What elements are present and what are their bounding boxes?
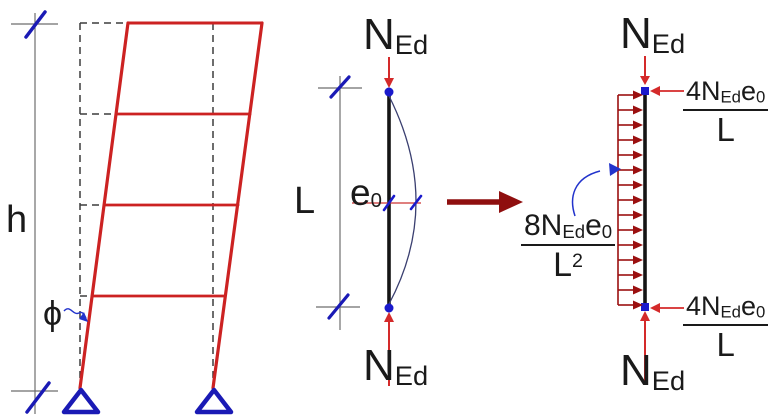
actual-column: [352, 57, 423, 386]
formula-numerator: 8NEde0: [521, 211, 616, 247]
sway-frame: [78, 21, 264, 390]
axial-force-label-top: NEd: [363, 10, 429, 60]
frame-height-label: h: [6, 199, 28, 241]
force-subscript: Ed: [651, 364, 686, 396]
formula-denominator: L: [716, 111, 735, 149]
frame-height-dimension: [11, 10, 58, 414]
node-dot: [641, 303, 649, 311]
end-load-formula-bottom: 4NEde0 L: [683, 293, 769, 364]
pin-support-icon: [194, 387, 234, 415]
distributed-load: [617, 89, 644, 311]
axial-force-label-top: NEd: [620, 9, 686, 59]
formula-numerator: 4NEde0: [683, 293, 769, 327]
force-subscript: Ed: [394, 359, 429, 391]
axial-force-label-bottom: NEd: [620, 346, 686, 396]
phi-leader-arrow: [63, 308, 88, 322]
pin-support-icon: [61, 387, 101, 415]
force-subscript: Ed: [651, 27, 686, 59]
force-symbol: N: [620, 9, 652, 58]
end-load-formula-top: 4NEde0 L: [683, 78, 769, 149]
end-force-arrows: [650, 86, 684, 313]
node-dot: [641, 87, 649, 95]
pin-supports: [61, 387, 234, 415]
transform-arrow-icon: [447, 191, 523, 213]
node-dot: [384, 303, 394, 313]
dimension-tick-icon: [382, 194, 396, 212]
formula-denominator: L: [716, 326, 735, 364]
dimension-tick-icon: [409, 194, 423, 211]
eccentricity-symbol: e: [350, 172, 371, 213]
node-dot: [384, 87, 394, 97]
dimension-tick-icon: [327, 293, 350, 320]
deflected-shape-curve: [388, 95, 417, 305]
force-symbol: N: [620, 346, 652, 395]
length-dimension: [316, 75, 362, 330]
force-symbol: N: [363, 10, 395, 59]
formula-denominator: L2: [553, 246, 584, 285]
axial-force-label-bottom: NEd: [363, 341, 429, 391]
dimension-tick-icon: [329, 75, 351, 99]
dimension-tick-icon: [24, 10, 47, 39]
imperfection-angle-label: ϕ: [43, 295, 63, 333]
eccentricity-subscript: 0: [370, 190, 382, 213]
formula-numerator: 4NEde0: [683, 78, 769, 112]
equivalent-column: [640, 56, 650, 384]
distributed-load-formula: 8NEde0 L2: [521, 211, 616, 285]
column-length-label: L: [294, 180, 316, 222]
dimension-tick-icon: [25, 381, 51, 414]
eccentricity-label: e0: [350, 174, 382, 211]
force-symbol: N: [363, 341, 395, 390]
distributed-load-leader-arrow: [571, 163, 621, 217]
force-subscript: Ed: [394, 28, 429, 60]
